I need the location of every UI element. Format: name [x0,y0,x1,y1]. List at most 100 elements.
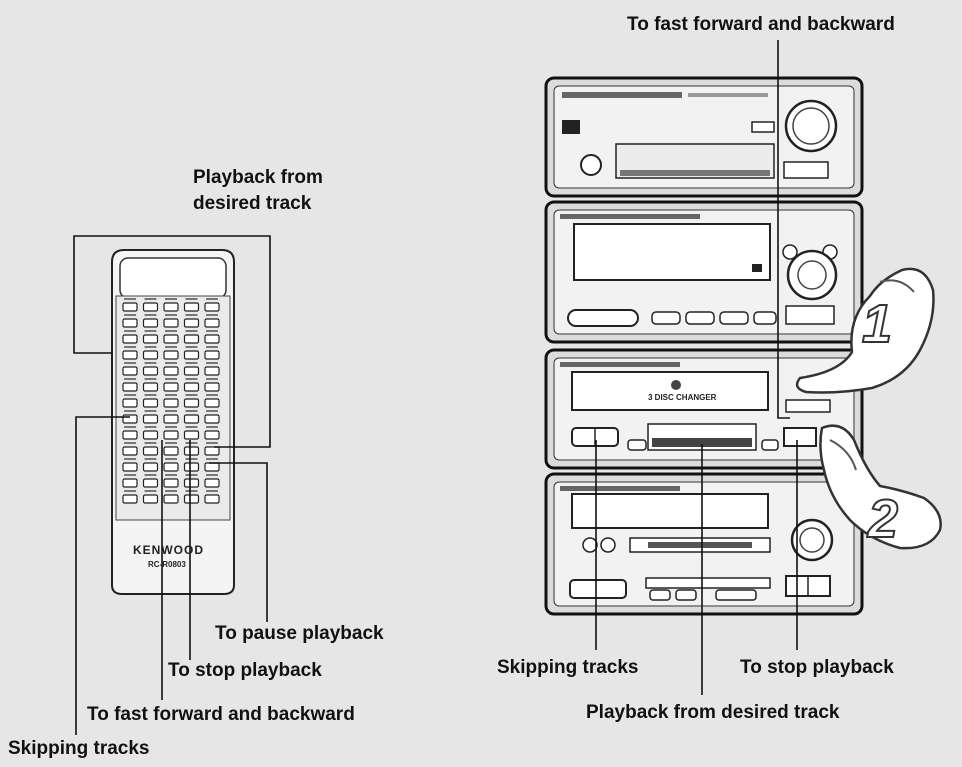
remote-button-caption [206,426,218,428]
remote-button-caption [145,378,157,380]
remote-button [205,351,219,359]
remote-button [144,319,158,327]
remote-button [144,399,158,407]
remote-button [185,319,199,327]
remote-button-caption [145,314,157,316]
remote-button-caption [124,394,136,396]
remote-button [205,383,219,391]
remote-button-caption [206,474,218,476]
remote-button-caption [145,298,157,300]
remote-button-caption [145,410,157,412]
remote-button [144,463,158,471]
remote-button [144,495,158,503]
remote-button [123,319,137,327]
remote-button-caption [186,330,198,332]
remote-model-label: RC-R0803 [148,560,186,569]
remote-button [123,431,137,439]
remote-button [205,447,219,455]
remote-button-caption [145,490,157,492]
remote-button-caption [165,346,177,348]
remote-button-caption [124,490,136,492]
remote-button [164,335,178,343]
remote-button-caption [165,426,177,428]
remote-button [164,463,178,471]
remote-button [144,335,158,343]
remote-button [205,463,219,471]
remote-button-caption [124,314,136,316]
remote-button [185,463,199,471]
label-unit-stop: To stop playback [740,658,894,679]
remote-button [164,431,178,439]
remote-button-caption [186,346,198,348]
remote-button [185,367,199,375]
label-remote-stop: To stop playback [168,661,322,682]
remote-button-caption [206,330,218,332]
remote-button [144,479,158,487]
remote-button-caption [186,394,198,396]
remote-button-caption [124,410,136,412]
cd-changer-label: 3 DISC CHANGER [648,393,716,402]
remote-button [185,383,199,391]
remote-button-caption [145,330,157,332]
remote-button-caption [186,474,198,476]
remote-button [123,367,137,375]
label-remote-pause: To pause playback [215,624,384,645]
remote-button [123,383,137,391]
remote-button [144,415,158,423]
remote-button [185,335,199,343]
remote-button-caption [186,458,198,460]
remote-button [205,495,219,503]
remote-button-caption [124,442,136,444]
remote-button [185,351,199,359]
amplifier-module [546,78,862,196]
remote-button-caption [145,474,157,476]
remote-button-caption [186,362,198,364]
remote-button [205,431,219,439]
remote-button [123,303,137,311]
remote-button-caption [206,346,218,348]
remote-button-caption [124,474,136,476]
label-unit-playback-desired: Playback from desired track [586,703,839,724]
stereo-system-unit [546,78,862,614]
remote-button-caption [206,314,218,316]
label-unit-skip: Skipping tracks [497,658,639,679]
remote-button-caption [165,442,177,444]
step-number-1: 1 [862,293,892,355]
remote-button [205,319,219,327]
remote-button [185,447,199,455]
remote-button [164,447,178,455]
remote-button [164,303,178,311]
remote-button-caption [165,394,177,396]
remote-button [205,415,219,423]
remote-button-caption [124,330,136,332]
remote-button [123,335,137,343]
remote-button [123,447,137,455]
remote-button [164,415,178,423]
remote-button-caption [124,362,136,364]
remote-button-caption [206,378,218,380]
label-remote-skip: Skipping tracks [8,739,150,760]
remote-button [123,351,137,359]
remote-button [123,399,137,407]
step-number-2: 2 [868,488,898,550]
label-unit-fast: To fast forward and backward [627,15,895,36]
remote-button-caption [165,378,177,380]
remote-button-caption [165,458,177,460]
remote-button-caption [124,426,136,428]
remote-button [123,495,137,503]
remote-button-caption [186,410,198,412]
remote-button-caption [206,298,218,300]
cassette-deck-module [546,474,862,614]
remote-button-caption [124,346,136,348]
remote-button-caption [206,442,218,444]
remote-brand-logo: KENWOOD [133,543,204,557]
remote-button-caption [206,362,218,364]
remote-button [144,447,158,455]
remote-button-caption [186,314,198,316]
remote-button-caption [145,346,157,348]
remote-button-caption [165,330,177,332]
remote-button-caption [206,458,218,460]
remote-button-caption [186,298,198,300]
remote-button [185,479,199,487]
